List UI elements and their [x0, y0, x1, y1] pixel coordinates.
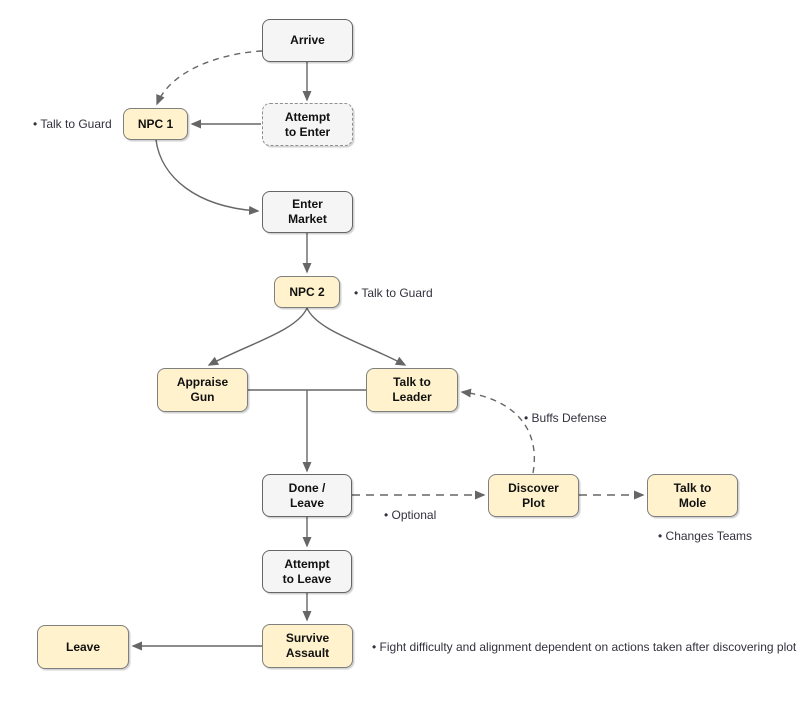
node-discover-plot[interactable]: Discover Plot	[488, 474, 579, 517]
node-attempt-to-enter-label: Attempt to Enter	[284, 109, 331, 139]
edge-arrive-to-npc1-dashed	[156, 50, 263, 106]
node-enter-market[interactable]: Enter Market	[262, 191, 353, 233]
node-npc2-label: NPC 2	[289, 284, 325, 299]
node-done-leave-label: Done / Leave	[288, 480, 326, 510]
node-survive-assault-label: Survive Assault	[285, 631, 330, 660]
edge-npc2-to-appraise-gun	[207, 307, 308, 366]
node-npc1-label: NPC 1	[137, 116, 174, 131]
node-appraise-gun[interactable]: Appraise Gun	[157, 368, 248, 412]
node-npc1[interactable]: NPC 1	[123, 108, 188, 140]
note-talk-to-guard-npc2: • Talk to Guard	[354, 286, 433, 300]
edge-discover-plot-to-talk-leader-dashed	[460, 388, 535, 474]
node-arrive[interactable]: Arrive	[262, 19, 353, 62]
node-discover-plot-label: Discover Plot	[508, 480, 559, 510]
note-fight-difficulty: • Fight difficulty and alignment depende…	[372, 640, 797, 654]
node-talk-to-leader-label: Talk to Leader	[392, 375, 432, 404]
node-arrive-label: Arrive	[290, 33, 325, 47]
note-optional: • Optional	[384, 508, 437, 522]
node-npc2[interactable]: NPC 2	[274, 276, 340, 308]
node-attempt-to-leave-label: Attempt to Leave	[282, 556, 332, 586]
node-leave[interactable]: Leave	[37, 625, 129, 669]
node-done-leave[interactable]: Done / Leave	[262, 474, 352, 517]
node-talk-to-mole-label: Talk to Mole	[673, 480, 712, 510]
node-talk-to-mole[interactable]: Talk to Mole	[647, 474, 738, 517]
node-enter-market-label: Enter Market	[288, 197, 327, 226]
edge-npc1-to-enter-market	[155, 139, 260, 215]
node-attempt-to-enter[interactable]: Attempt to Enter	[262, 103, 353, 146]
note-changes-teams: • Changes Teams	[658, 529, 753, 543]
node-attempt-to-leave[interactable]: Attempt to Leave	[262, 550, 352, 593]
edge-npc2-to-talk-leader	[306, 307, 407, 366]
node-leave-label: Leave	[65, 639, 101, 654]
node-talk-to-leader[interactable]: Talk to Leader	[366, 368, 458, 412]
note-talk-to-guard-npc1: • Talk to Guard	[33, 117, 112, 131]
node-appraise-gun-label: Appraise Gun	[176, 375, 229, 404]
node-survive-assault[interactable]: Survive Assault	[262, 624, 353, 668]
note-buffs-defense: • Buffs Defense	[524, 411, 607, 425]
